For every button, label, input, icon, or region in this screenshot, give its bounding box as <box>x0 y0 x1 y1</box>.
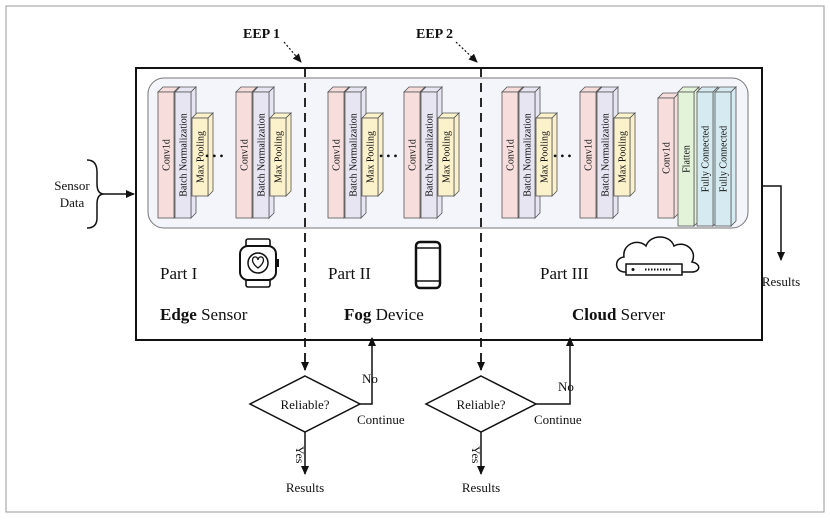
svg-text:Batch Normalization: Batch Normalization <box>425 113 436 197</box>
cloud-server-icon <box>615 236 700 276</box>
maxpool-layer-4: Max Pooling <box>437 112 460 197</box>
smartphone-icon <box>414 240 442 290</box>
decision2-results-label: Results <box>462 480 500 495</box>
maxpool-layer-3: Max Pooling <box>361 112 384 197</box>
sensor-label-line1: Sensor <box>54 178 90 193</box>
eep2-pointer <box>455 41 478 63</box>
decision1-results-label: Results <box>286 480 324 495</box>
svg-text:Max Pooling: Max Pooling <box>366 131 377 183</box>
output-results-label: Results <box>762 274 800 289</box>
part2-device: Fog Device <box>344 305 424 324</box>
decision2-yes-label: Yes <box>469 446 483 464</box>
eep2-label: EEP 2 <box>416 27 453 42</box>
part3-device: Cloud Server <box>572 305 665 324</box>
smartwatch-icon <box>239 238 279 288</box>
maxpool-layer-6: Max Pooling <box>613 112 636 197</box>
decision1-no-label: No <box>362 371 378 386</box>
decision2-continue-label: Continue <box>534 412 582 427</box>
ellipsis-1: • • • <box>205 149 224 163</box>
svg-text:Max Pooling: Max Pooling <box>274 131 285 183</box>
svg-text:Max Pooling: Max Pooling <box>540 131 551 183</box>
decision2-question: Reliable? <box>456 397 505 412</box>
eep1-label: EEP 1 <box>243 27 280 42</box>
svg-text:Conv1d: Conv1d <box>662 142 673 174</box>
flatten-layer: Flatten <box>677 86 700 227</box>
network-layers: Conv1d Batch Normalization Max Pooling Conv… <box>157 86 737 227</box>
system-box <box>135 67 763 341</box>
part1-device: Edge Sensor <box>160 305 248 324</box>
conv1d-layer-7: Conv1d <box>657 92 680 219</box>
svg-text:Conv1d: Conv1d <box>506 139 517 171</box>
maxpool-layer-1: Max Pooling <box>191 112 214 197</box>
part3-device-rest: Server <box>616 305 665 324</box>
svg-text:Batch Normalization: Batch Normalization <box>349 113 360 197</box>
svg-text:Conv1d: Conv1d <box>332 139 343 171</box>
decision1-no-arrow <box>360 337 376 405</box>
part2-device-rest: Device <box>371 305 423 324</box>
decision2-no-arrow <box>536 337 574 405</box>
decision1-question: Reliable? <box>280 397 329 412</box>
svg-text:Batch Normalization: Batch Normalization <box>257 113 268 197</box>
svg-text:Batch Normalization: Batch Normalization <box>601 113 612 197</box>
ellipsis-2: • • • <box>379 149 398 163</box>
svg-text:Fully Connected: Fully Connected <box>701 126 712 192</box>
output-arrow <box>762 185 785 261</box>
svg-text:Conv1d: Conv1d <box>240 139 251 171</box>
decision2-no-label: No <box>558 379 574 394</box>
sensor-label-line2: Data <box>60 195 85 210</box>
eep1-pointer <box>283 41 302 63</box>
input-brace <box>86 159 105 229</box>
maxpool-layer-2: Max Pooling <box>269 112 292 197</box>
svg-text:Conv1d: Conv1d <box>408 139 419 171</box>
svg-text:Fully Connected: Fully Connected <box>719 126 730 192</box>
image-frame <box>5 5 825 513</box>
fc-layer-2: Fully Connected <box>714 86 737 227</box>
part1-device-rest: Sensor <box>197 305 248 324</box>
part2-device-bold: Fog <box>344 305 372 324</box>
svg-text:Max Pooling: Max Pooling <box>618 131 629 183</box>
svg-text:Conv1d: Conv1d <box>162 139 173 171</box>
decision1-continue-label: Continue <box>357 412 405 427</box>
ellipsis-3: • • • <box>553 149 572 163</box>
decision1-yes-label: Yes <box>293 446 307 464</box>
svg-text:Flatten: Flatten <box>682 145 693 173</box>
part3-device-bold: Cloud <box>572 305 617 324</box>
maxpool-layer-5: Max Pooling <box>535 112 558 197</box>
svg-text:Conv1d: Conv1d <box>584 139 595 171</box>
part1-label: Part I <box>160 264 198 283</box>
svg-text:Batch Normalization: Batch Normalization <box>179 113 190 197</box>
part3-label: Part III <box>540 264 589 283</box>
svg-text:Batch Normalization: Batch Normalization <box>523 113 534 197</box>
part2-label: Part II <box>328 264 371 283</box>
part1-device-bold: Edge <box>160 305 197 324</box>
svg-text:Max Pooling: Max Pooling <box>442 131 453 183</box>
svg-text:Max Pooling: Max Pooling <box>196 131 207 183</box>
